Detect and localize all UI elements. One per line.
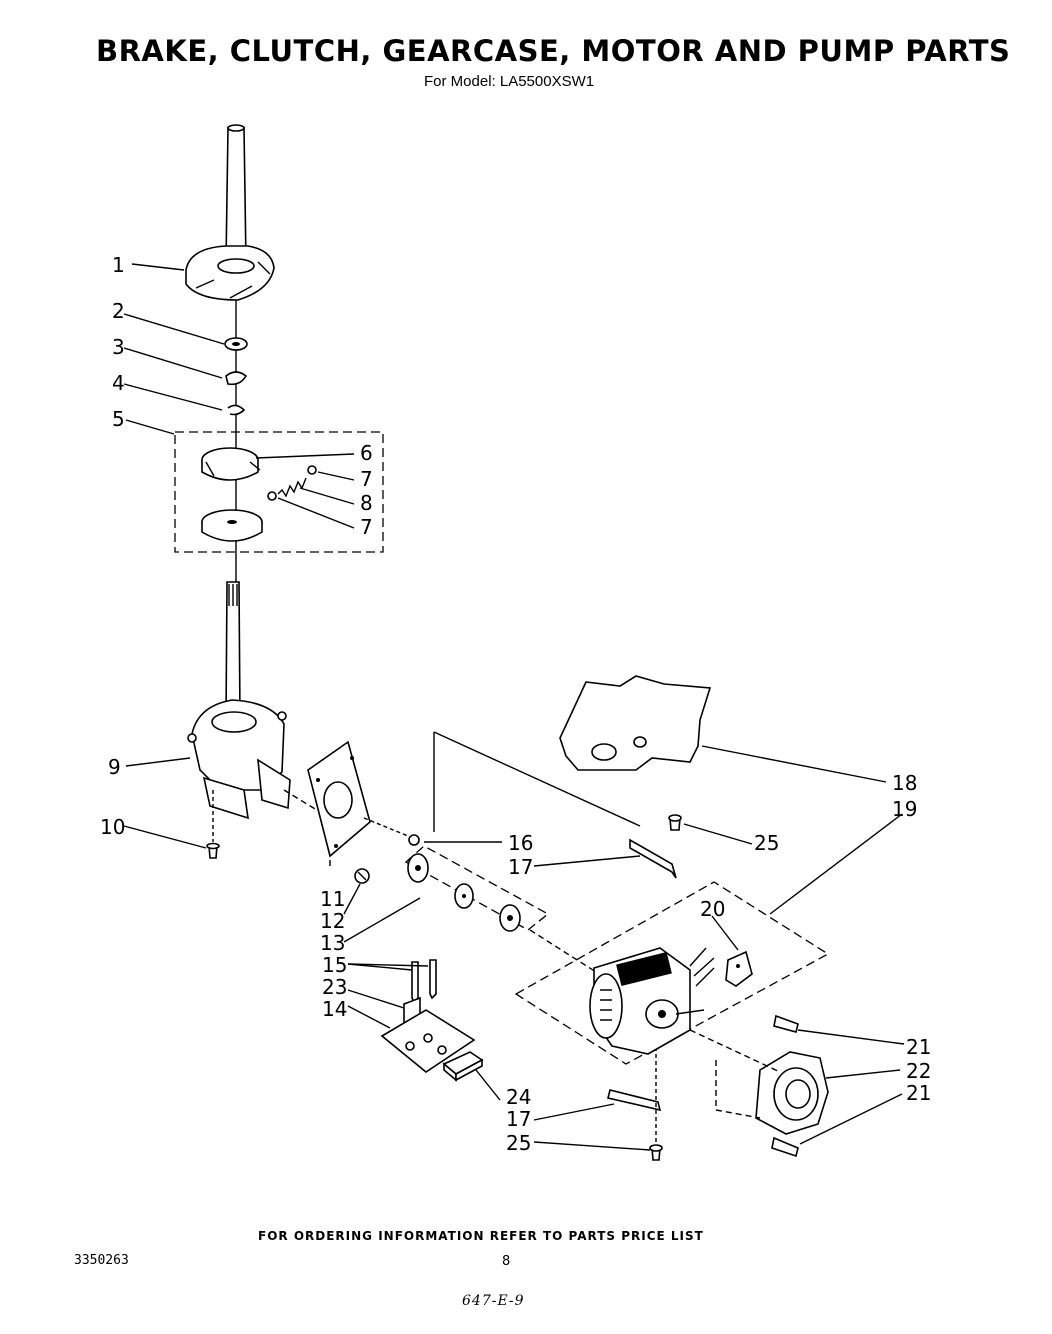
part-4-ring bbox=[227, 404, 246, 416]
part-21-clamp-lower bbox=[771, 1136, 799, 1158]
part-25-screw-upper bbox=[668, 814, 682, 831]
part-8-spring bbox=[277, 477, 307, 498]
callout-9: 9 bbox=[108, 755, 121, 779]
callout-3: 3 bbox=[112, 335, 125, 359]
part-25-screw-lower bbox=[649, 1144, 663, 1161]
callout-4: 4 bbox=[112, 371, 125, 395]
part-13-coupling-middle bbox=[454, 883, 474, 909]
part-22-pump bbox=[755, 1051, 829, 1135]
callout-15: 15 bbox=[322, 953, 347, 977]
callout-7b: 7 bbox=[360, 515, 373, 539]
callout-14: 14 bbox=[322, 997, 347, 1021]
part-10-screw bbox=[206, 842, 220, 859]
callout-12: 12 bbox=[320, 909, 345, 933]
page-title: BRAKE, CLUTCH, GEARCASE, MOTOR AND PUMP … bbox=[96, 34, 1011, 68]
callout-16: 16 bbox=[508, 831, 533, 855]
document-number: 3350263 bbox=[74, 1253, 129, 1268]
callout-19: 19 bbox=[892, 797, 917, 821]
part-20-motor-switch bbox=[725, 950, 753, 987]
callout-17a: 17 bbox=[508, 855, 533, 879]
callout-25b: 25 bbox=[506, 1131, 531, 1155]
part-15-screw-left bbox=[411, 961, 419, 1004]
callout-6: 6 bbox=[360, 441, 373, 465]
callout-18: 18 bbox=[892, 771, 917, 795]
part-5-clutch-assembly-box bbox=[174, 431, 384, 553]
part-13-coupling-upper bbox=[407, 853, 429, 883]
ordering-info-note: FOR ORDERING INFORMATION REFER TO PARTS … bbox=[258, 1229, 704, 1243]
part-15-screw-right bbox=[429, 959, 437, 1000]
part-16-screw bbox=[408, 834, 420, 846]
callout-21a: 21 bbox=[906, 1035, 931, 1059]
part-7b-clutch-drum bbox=[201, 509, 263, 542]
part-14-bracket bbox=[380, 1009, 476, 1073]
part-17-rod-upper bbox=[629, 838, 677, 879]
callout-11: 11 bbox=[320, 887, 345, 911]
handwritten-note: 647-E-9 bbox=[462, 1293, 525, 1309]
callout-23: 23 bbox=[322, 975, 347, 999]
part-24-rubber-pad bbox=[442, 1051, 484, 1082]
part-12-nut bbox=[354, 868, 370, 884]
part-1-brake-assembly bbox=[185, 245, 275, 301]
callout-1: 1 bbox=[112, 253, 125, 277]
callout-17b: 17 bbox=[506, 1107, 531, 1131]
model-subtitle: For Model: LA5500XSW1 bbox=[424, 73, 595, 90]
callout-24: 24 bbox=[506, 1085, 531, 1109]
part-17-rod-lower bbox=[607, 1089, 662, 1112]
callout-25a: 25 bbox=[754, 831, 779, 855]
motor bbox=[589, 947, 715, 1055]
brake-shaft-top bbox=[225, 124, 247, 263]
page-number: 8 bbox=[502, 1254, 511, 1269]
callout-8: 8 bbox=[360, 491, 373, 515]
callout-2: 2 bbox=[112, 299, 125, 323]
part-13-coupling-group-box bbox=[404, 845, 550, 931]
part-9-gearcase bbox=[187, 699, 291, 820]
part-13-coupling-lower bbox=[499, 904, 521, 932]
callout-21b: 21 bbox=[906, 1081, 931, 1105]
callout-10: 10 bbox=[100, 815, 125, 839]
callout-20: 20 bbox=[700, 897, 725, 921]
part-18-cover-plate bbox=[559, 675, 712, 771]
callout-13: 13 bbox=[320, 931, 345, 955]
callout-5: 5 bbox=[112, 407, 125, 431]
part-11-mounting-plate bbox=[307, 740, 371, 858]
callout-7a: 7 bbox=[360, 467, 373, 491]
part-7-spring-retainer bbox=[267, 465, 317, 501]
leader-lines bbox=[123, 263, 905, 1151]
callout-22: 22 bbox=[906, 1059, 931, 1083]
part-19-motor-assembly-box bbox=[514, 881, 830, 1065]
part-3-clip bbox=[225, 371, 248, 386]
part-6-brake-band bbox=[201, 447, 261, 481]
part-21-clamp-upper bbox=[773, 1014, 799, 1033]
